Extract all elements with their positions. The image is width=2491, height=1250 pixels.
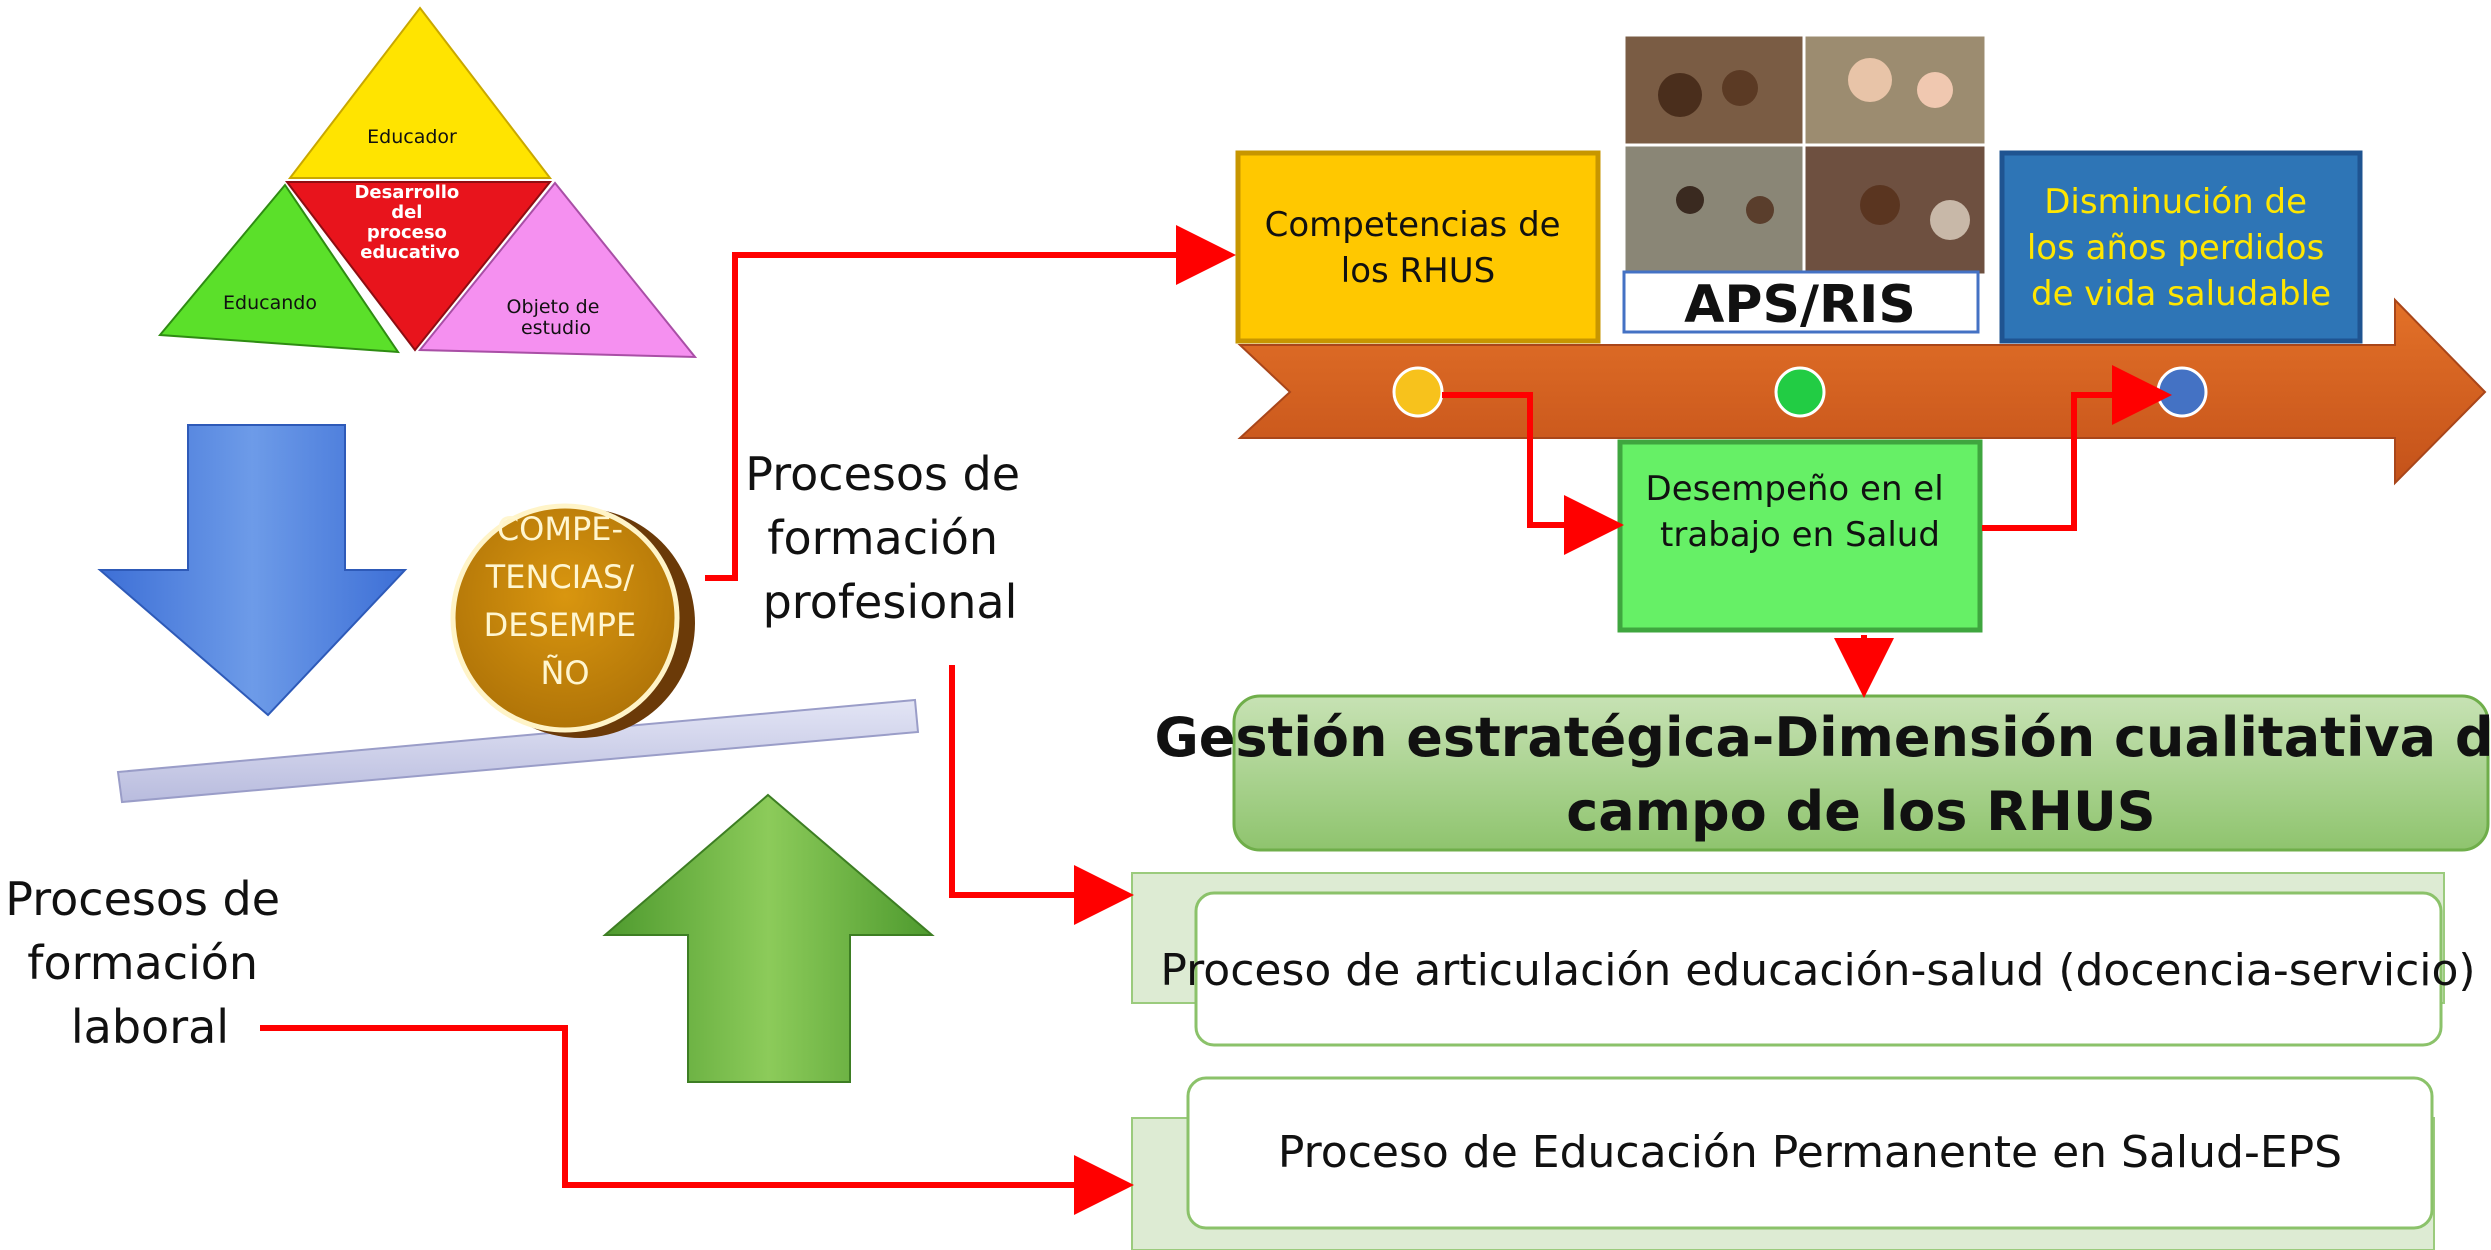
triangle-left-label: Educando bbox=[223, 292, 317, 314]
eps-label: Proceso de Educación Permanente en Salud… bbox=[1278, 1127, 2342, 1178]
circle-line-4: ÑO bbox=[540, 654, 589, 692]
profesional-line-2: formación bbox=[767, 511, 998, 565]
disminucion-line-2: los años perdidos bbox=[2027, 228, 2324, 268]
aps-label: APS/RIS bbox=[1684, 275, 1916, 335]
triangle-right-line-2: estudio bbox=[521, 317, 591, 339]
svg-text:Procesos de formación: Procesos de formación profesional bbox=[745, 447, 1034, 629]
education-triangle: Educador Desarrollo del proceso educativ… bbox=[157, 6, 698, 359]
circle-line-2: TENCIAS/ bbox=[485, 558, 635, 596]
profesional-line-3: profesional bbox=[763, 575, 1018, 629]
articulacion-label: Proceso de articulación educación-salud … bbox=[1160, 945, 2475, 996]
aps-label-box bbox=[1622, 270, 1980, 334]
svg-text:Desempeño en el trabajo en: Desempeño en el trabajo en Salud bbox=[1646, 469, 1955, 555]
competencias-circle: COMPE- TENCIAS/ DESEMPE ÑO bbox=[450, 503, 695, 738]
disminucion-line-3: de vida saludable bbox=[2031, 274, 2331, 314]
triangle-center-line-2: del bbox=[391, 202, 422, 223]
svg-text:Desarrollo del pro: Desarrollo del proceso educativo bbox=[354, 182, 465, 263]
triangle-educando bbox=[157, 183, 400, 354]
triangle-top-label: Educador bbox=[367, 126, 457, 148]
eps-box bbox=[1186, 1076, 2434, 1230]
gestion-line-1: Gestión estratégica-Dimensión cualitativ… bbox=[1154, 706, 2491, 769]
svg-text:COMPE- TENCIAS/ DE: COMPE- TENCIAS/ DESEMPE ÑO bbox=[484, 510, 647, 692]
triangle-desarrollo bbox=[284, 181, 553, 352]
competencias-line-2: los RHUS bbox=[1341, 251, 1495, 291]
timeline-dot-blue bbox=[2156, 366, 2208, 418]
competencias-box bbox=[1235, 150, 1601, 344]
gestion-line-2: campo de los RHUS bbox=[1566, 780, 2155, 843]
disminucion-line-1: Disminución de bbox=[2044, 182, 2307, 222]
triangle-center-line-4: educativo bbox=[360, 242, 460, 263]
balance-bar bbox=[116, 698, 920, 804]
connector-circle-to-competencias bbox=[705, 225, 1236, 581]
competencias-line-1: Competencias de bbox=[1265, 205, 1561, 245]
svg-text:Disminución de los años pe: Disminución de los años perdidos de vida… bbox=[2027, 182, 2335, 314]
disminucion-box bbox=[1999, 150, 2363, 344]
triangle-center-line-3: proceso bbox=[367, 222, 447, 243]
connector-laboral-to-eps bbox=[260, 1025, 1134, 1215]
triangle-objeto bbox=[417, 181, 698, 359]
svg-text:Gestión estratégica-Dimensión: Gestión estratégica-Dimensión cualitativ… bbox=[1154, 706, 2491, 843]
laboral-line-1: Procesos de bbox=[5, 872, 280, 926]
connector-profesional-to-articulacion bbox=[949, 665, 1134, 925]
laboral-line-2: formación bbox=[27, 936, 258, 990]
aps-photo-collage bbox=[1622, 33, 1988, 277]
timeline-arrow bbox=[1237, 297, 2487, 486]
green-up-arrow bbox=[602, 793, 935, 1083]
svg-text:Objeto de estudio: Objeto de estudio bbox=[507, 296, 606, 339]
triangle-right-line-1: Objeto de bbox=[507, 296, 600, 318]
connector-desempeno-to-blue bbox=[1982, 365, 2172, 531]
desempeno-line-2: trabajo en Salud bbox=[1660, 515, 1940, 555]
blue-down-arrow bbox=[97, 424, 408, 717]
svg-text:Procesos de formación: Procesos de formación laboral bbox=[5, 872, 294, 1054]
connector-yellow-to-desempeno bbox=[1442, 392, 1624, 555]
articulacion-box bbox=[1194, 891, 2443, 1047]
laboral-line-3: laboral bbox=[71, 1000, 229, 1054]
svg-text:Competencias de los RHUS: Competencias de los RHUS bbox=[1265, 205, 1572, 291]
desempeno-box bbox=[1617, 439, 1983, 633]
profesional-line-1: Procesos de bbox=[745, 447, 1020, 501]
triangle-educador bbox=[287, 6, 553, 179]
timeline-dot-green bbox=[1774, 366, 1826, 418]
timeline-dot-yellow bbox=[1392, 366, 1444, 418]
circle-line-3: DESEMPE bbox=[484, 606, 637, 644]
triangle-center-line-1: Desarrollo bbox=[354, 182, 459, 203]
circle-line-1: COMPE- bbox=[497, 510, 623, 548]
desempeno-line-1: Desempeño en el bbox=[1646, 469, 1944, 509]
